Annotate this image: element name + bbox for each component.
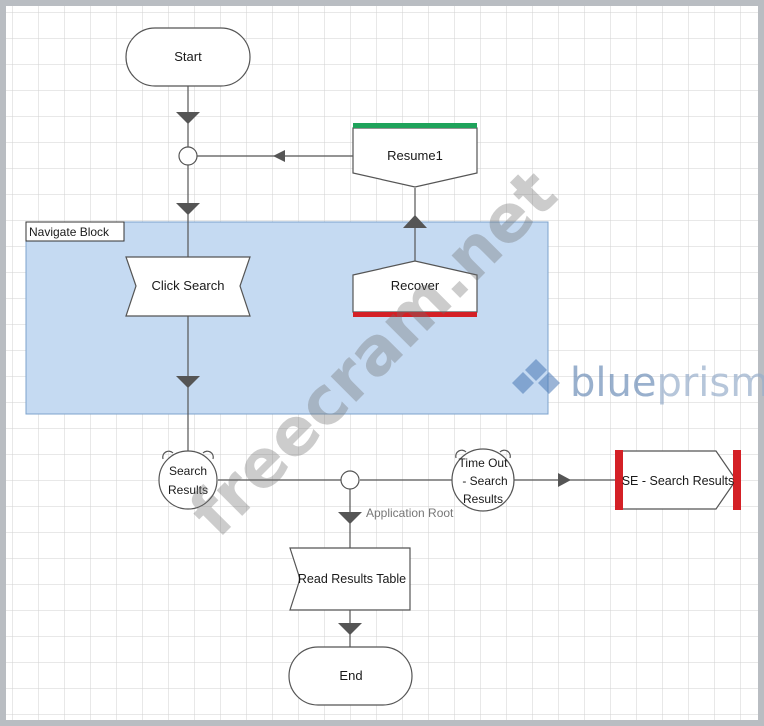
arrow-down-5 xyxy=(338,623,362,635)
end-label: End xyxy=(339,668,362,683)
arrow-up xyxy=(403,215,427,228)
exception-bar-right xyxy=(733,450,741,510)
navigate-block[interactable] xyxy=(25,221,549,415)
read-label: Read Results Table xyxy=(298,572,406,586)
brand-prism: prism xyxy=(656,360,764,406)
brand-blue: blue xyxy=(570,360,656,406)
arrow-right xyxy=(558,473,571,487)
arrowheads xyxy=(176,112,571,635)
link-label: Application Root xyxy=(366,506,454,520)
click-search-label: Click Search xyxy=(152,278,225,293)
start-stage[interactable] xyxy=(125,27,251,87)
arrow-down-3 xyxy=(176,376,200,388)
read-stage[interactable] xyxy=(289,547,411,611)
wait-label-line2: Results xyxy=(168,483,208,497)
arrow-down-4 xyxy=(338,512,362,524)
wait-search-results-stage[interactable] xyxy=(158,450,218,510)
block-label: Navigate Block xyxy=(29,225,110,239)
junction-anchor-2[interactable] xyxy=(340,470,360,490)
resume-label: Resume1 xyxy=(387,148,443,163)
timeout-label-line1: Time Out xyxy=(459,456,509,470)
recover-label: Recover xyxy=(391,278,440,293)
arrow-down-2 xyxy=(176,203,200,215)
timeout-stage[interactable] xyxy=(451,448,515,512)
block-label-box xyxy=(25,221,125,242)
timeout-label-line2: - Search xyxy=(462,474,507,488)
end-stage[interactable] xyxy=(288,646,413,706)
resume-green-bar xyxy=(353,123,477,128)
recover-red-bar xyxy=(353,312,477,317)
start-label: Start xyxy=(174,49,202,64)
arrow-down-1 xyxy=(176,112,200,124)
arrow-left xyxy=(273,150,285,162)
blueprism-logo-icon xyxy=(512,359,560,394)
exception-label: SE - Search Results xyxy=(622,474,735,488)
exception-bar-left xyxy=(615,450,623,510)
wait-label-line1: Search xyxy=(169,464,207,478)
blueprism-wordmark: blueprism xyxy=(570,360,764,406)
timeout-label-line3: Results xyxy=(463,492,503,506)
click-search-stage[interactable] xyxy=(125,256,251,317)
recover-stage[interactable] xyxy=(352,260,478,313)
junction-anchor-1[interactable] xyxy=(178,146,198,166)
